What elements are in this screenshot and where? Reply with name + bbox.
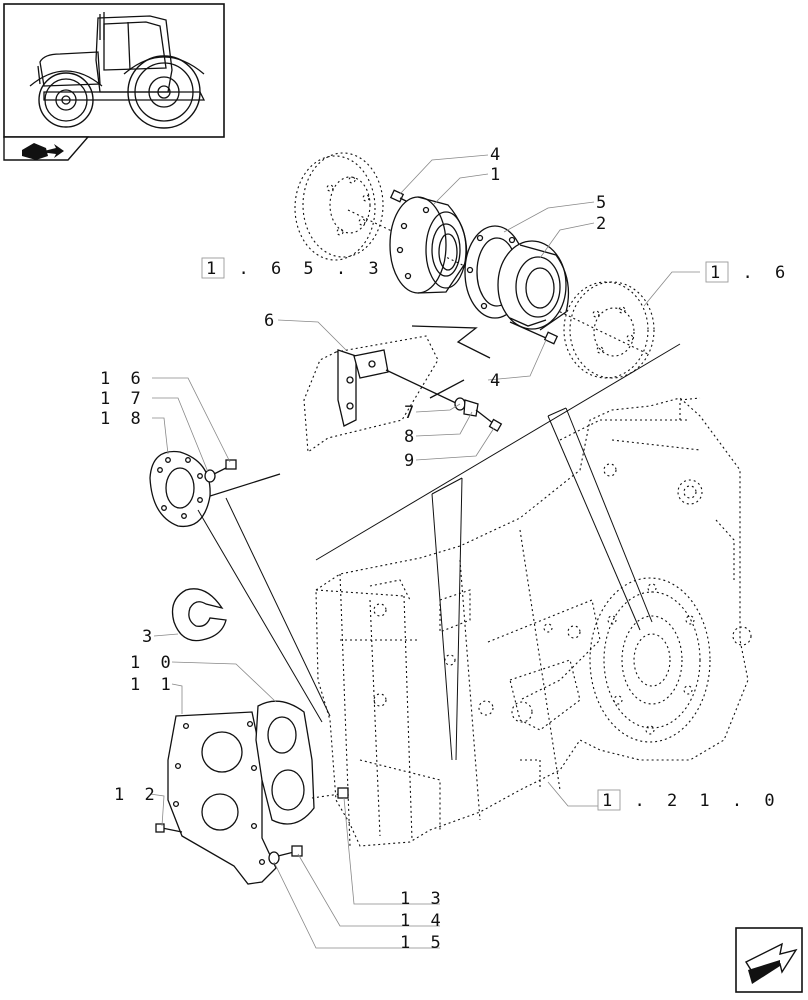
book-arrow-icon[interactable] [3, 136, 90, 161]
housing-2 [497, 240, 570, 331]
section-break-marks [171, 325, 491, 509]
thumbnail-panel [3, 3, 225, 138]
assembly-guide-lines [197, 343, 681, 761]
ref-box-left[interactable]: 1 . 6 5 . 3 [201, 257, 385, 279]
callout-5: 5 [596, 193, 611, 213]
callout-10: 1 0 [130, 653, 176, 673]
callout-14: 1 4 [400, 911, 446, 931]
callout-1: 1 [490, 165, 505, 185]
callout-13: 1 3 [400, 889, 446, 909]
callout-17: 1 7 [100, 389, 146, 409]
callout-4-lower: 4 [490, 371, 505, 391]
callout-16: 1 6 [100, 369, 146, 389]
washer-7-8-bolt-9 [454, 397, 503, 432]
ref-box-right[interactable]: 1 . 6 5 . [705, 261, 808, 283]
callout-15: 1 5 [400, 933, 446, 953]
callout-labels: 4 1 5 2 4 6 7 8 9 1 6 1 7 1 8 3 1 0 1 1 … [100, 145, 611, 953]
callout-3: 3 [142, 627, 157, 647]
bolt-12 [155, 823, 183, 833]
callout-2: 2 [596, 214, 611, 234]
leader-lines [149, 154, 700, 949]
callout-7: 7 [404, 403, 419, 423]
callout-12: 1 2 [114, 785, 160, 805]
flange-housing-1 [389, 196, 468, 294]
callout-9: 9 [404, 451, 419, 471]
ref-label-bottom: 1 . 2 1 . 0 [602, 791, 781, 811]
washer-14-bolt-15 [268, 845, 303, 865]
transmission-housing [315, 397, 752, 847]
gasket-18 [149, 450, 211, 528]
rear-axle-flange-housing [589, 577, 711, 743]
brake-drum-left [294, 152, 384, 261]
callout-4-upper: 4 [490, 145, 505, 165]
bolt-4-lower [509, 321, 559, 345]
tractor-thumbnail [29, 12, 206, 129]
ref-label-right: 1 . 6 5 . [710, 263, 808, 283]
callout-18: 1 8 [100, 409, 146, 429]
arrow-next-icon[interactable] [735, 927, 803, 993]
snap-ring-3 [171, 588, 227, 642]
callout-6: 6 [264, 311, 279, 331]
ref-box-bottom[interactable]: 1 . 2 1 . 0 [597, 789, 781, 811]
bolt-13 [311, 787, 349, 799]
ref-label-left: 1 . 6 5 . 3 [206, 259, 385, 279]
bracket-6 [303, 335, 459, 454]
brake-drum-right [563, 281, 655, 379]
gasket-10 [255, 700, 315, 825]
callout-11: 1 1 [130, 675, 176, 695]
callout-8: 8 [404, 427, 419, 447]
washer-17-bolt-16 [204, 459, 237, 483]
